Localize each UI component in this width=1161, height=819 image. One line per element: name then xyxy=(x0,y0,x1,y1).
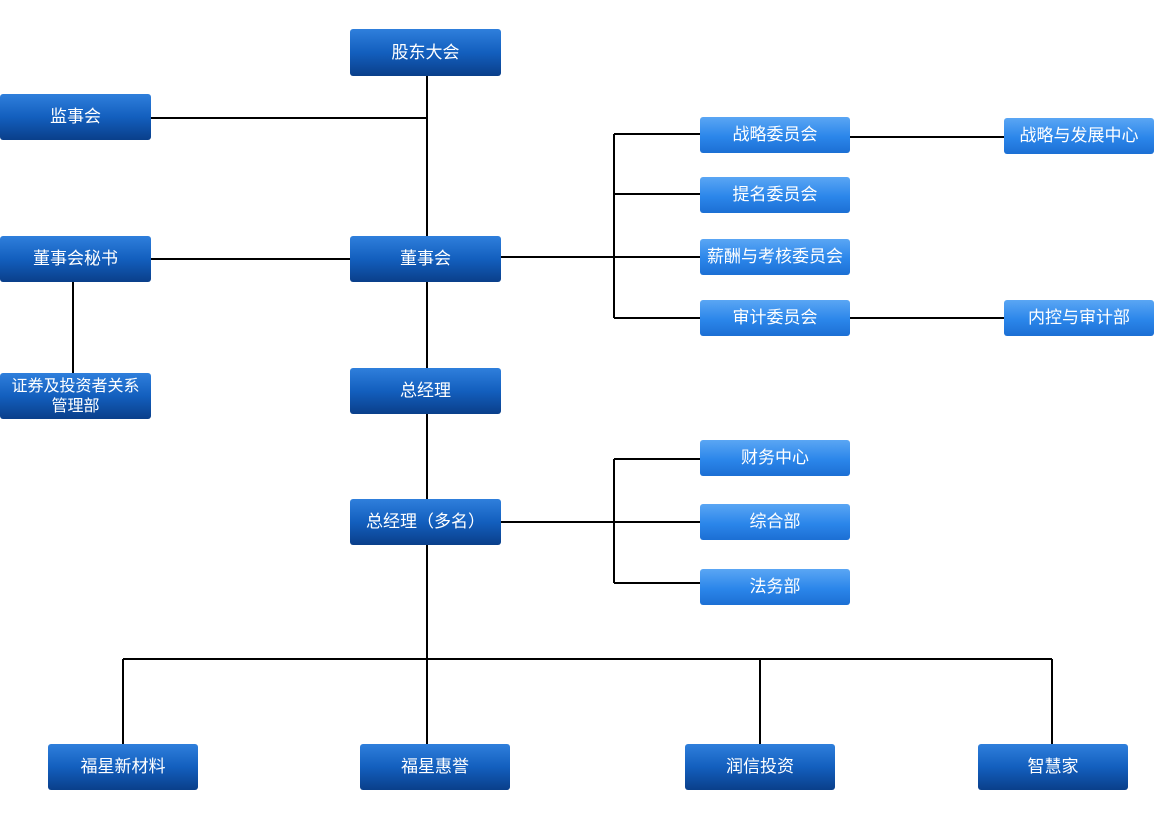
node-board-of-directors: 董事会 xyxy=(350,236,501,282)
node-shareholders-meeting: 股东大会 xyxy=(350,29,501,76)
node-internal-control-audit-dept: 内控与审计部 xyxy=(1004,300,1154,336)
node-finance-center: 财务中心 xyxy=(700,440,850,476)
node-nomination-committee: 提名委员会 xyxy=(700,177,850,213)
node-deputy-general-managers: 总经理（多名） xyxy=(350,499,501,545)
node-supervisory-board: 监事会 xyxy=(0,94,151,140)
node-strategy-dev-center: 战略与发展中心 xyxy=(1004,118,1154,154)
node-compensation-committee: 薪酬与考核委员会 xyxy=(700,239,850,275)
node-audit-committee: 审计委员会 xyxy=(700,300,850,336)
node-board-secretary: 董事会秘书 xyxy=(0,236,151,282)
node-legal-dept: 法务部 xyxy=(700,569,850,605)
node-strategy-committee: 战略委员会 xyxy=(700,117,850,153)
node-fuxing-huiyu: 福星惠誉 xyxy=(360,744,510,790)
node-zhihuijia: 智慧家 xyxy=(978,744,1128,790)
node-fuxing-new-materials: 福星新材料 xyxy=(48,744,198,790)
node-general-affairs-dept: 综合部 xyxy=(700,504,850,540)
node-securities-ir-dept: 证券及投资者关系 管理部 xyxy=(0,373,151,419)
node-runxin-investment: 润信投资 xyxy=(685,744,835,790)
node-general-manager: 总经理 xyxy=(350,368,501,414)
